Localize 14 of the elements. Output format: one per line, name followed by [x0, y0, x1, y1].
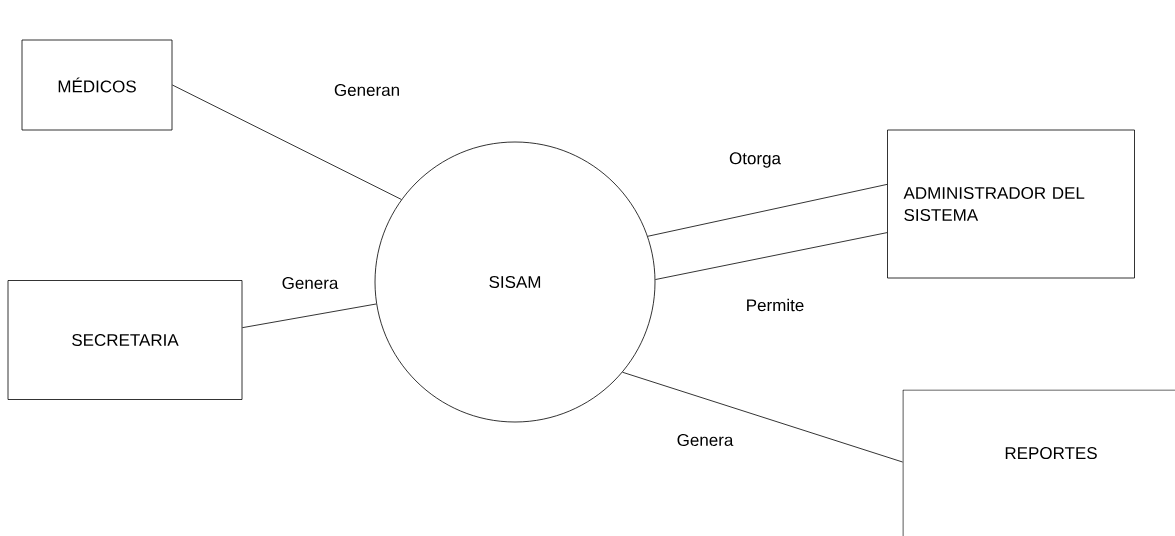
connector-line [622, 371, 903, 463]
connector-line [172, 84, 402, 200]
edge-label: Otorga [728, 151, 782, 169]
connector-line [242, 303, 377, 329]
entity-box: ADMINISTRADOR DEL SISTEMA [887, 129, 1135, 279]
edge-label: Permite [744, 297, 806, 313]
connector-line [647, 184, 888, 237]
edge-label: Generan [332, 83, 402, 97]
edge-label: Genera [675, 433, 735, 447]
edge-label: Genera [280, 276, 340, 290]
connector-line [655, 232, 888, 280]
entity-box: REPORTES [902, 389, 1175, 536]
entity-box: MÉDICOS [21, 39, 173, 131]
entity-box: SECRETARIA [7, 280, 243, 400]
